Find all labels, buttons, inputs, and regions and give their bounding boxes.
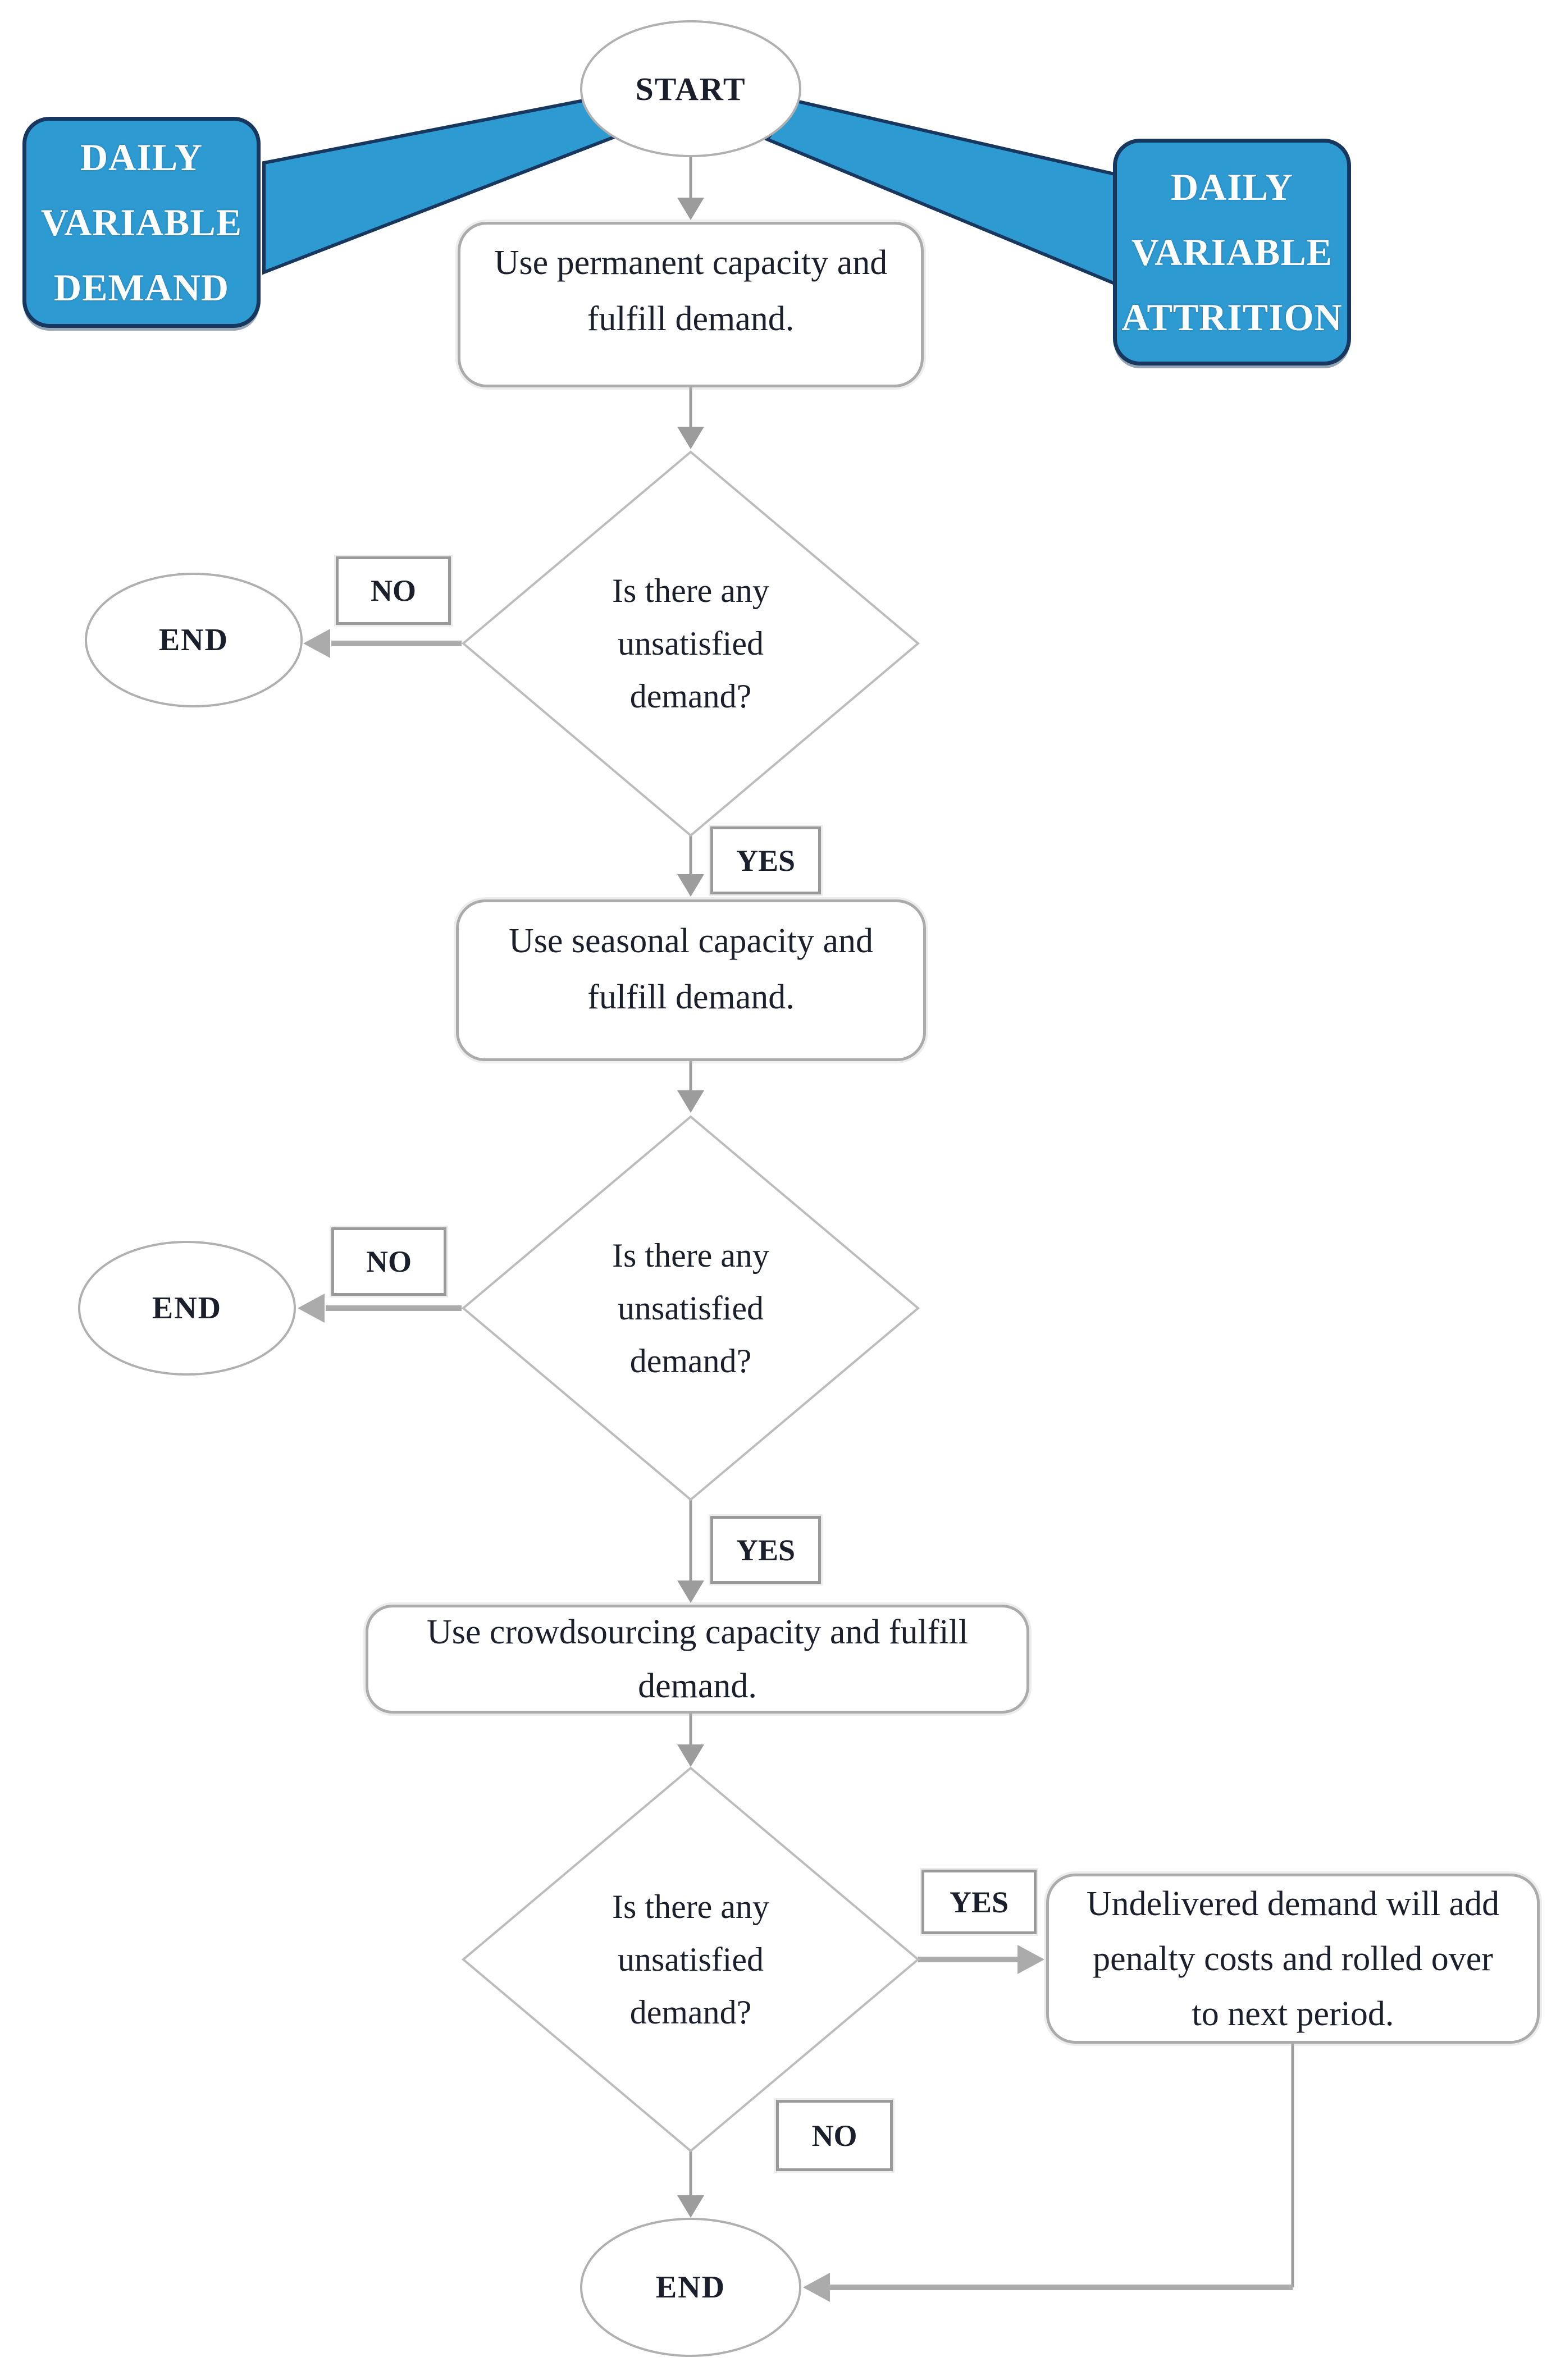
callout-daily-variable-demand: DAILY VARIABLE DEMAND	[22, 117, 261, 328]
decision-3-label: Is there any unsatisfied demand?	[612, 1888, 769, 2031]
decision-2-label: Is there any unsatisfied demand?	[612, 1237, 769, 1379]
no-label-3: NO	[776, 2100, 893, 2171]
arrowhead-into-process2	[677, 874, 704, 897]
arrowhead-into-decision2	[677, 1090, 704, 1113]
end-label-1: END	[158, 623, 229, 657]
yes-label-2: YES	[710, 1516, 821, 1584]
process-use-crowdsourcing-capacity: Use crowdsourcing capacity and fulfill d…	[366, 1605, 1029, 1714]
yes-label-1: YES	[710, 826, 821, 894]
end-label-final: END	[655, 2270, 726, 2305]
process-penalty-rollover: Undelivered demand will add penalty cost…	[1046, 1874, 1540, 2044]
process-use-permanent-capacity: Use permanent capacity and fulfill deman…	[458, 222, 924, 387]
arrowhead-into-decision3	[677, 1744, 704, 1767]
start-ellipse	[580, 20, 801, 157]
arrowheads-thin	[677, 198, 704, 2218]
arrowheads-thick	[298, 629, 1044, 2302]
arrowhead-into-decision1	[677, 427, 704, 449]
end-label-2: END	[152, 1291, 222, 1326]
arrowhead-into-end-final-right	[803, 2273, 830, 2302]
connectors-thick	[326, 641, 1293, 2290]
end-ellipse-1	[85, 573, 303, 707]
no-label-1: NO	[336, 556, 451, 625]
decision-1-label: Is there any unsatisfied demand?	[612, 572, 769, 715]
end-ellipse-2	[78, 1241, 296, 1376]
arrowhead-into-end-final	[677, 2195, 704, 2218]
decision-diamond-3	[461, 1766, 920, 2153]
arrowhead-into-process1	[677, 198, 704, 220]
decision-diamond-2	[461, 1115, 920, 1501]
decision-diamond-1	[461, 450, 920, 837]
arrowhead-into-end1	[303, 629, 330, 658]
process-use-seasonal-capacity: Use seasonal capacity and fulfill demand…	[456, 899, 926, 1061]
start-label: START	[635, 70, 746, 107]
connectors-thin	[689, 156, 1294, 2287]
arrowhead-into-process3	[677, 1580, 704, 1603]
yes-label-3: YES	[921, 1870, 1037, 1934]
arrowhead-into-penalty	[1017, 1945, 1044, 1974]
callout-daily-variable-attrition: DAILY VARIABLE ATTRITION	[1113, 139, 1351, 366]
end-ellipse-3	[580, 2218, 801, 2357]
no-label-2: NO	[331, 1227, 446, 1296]
arrowhead-into-end2	[298, 1294, 325, 1323]
